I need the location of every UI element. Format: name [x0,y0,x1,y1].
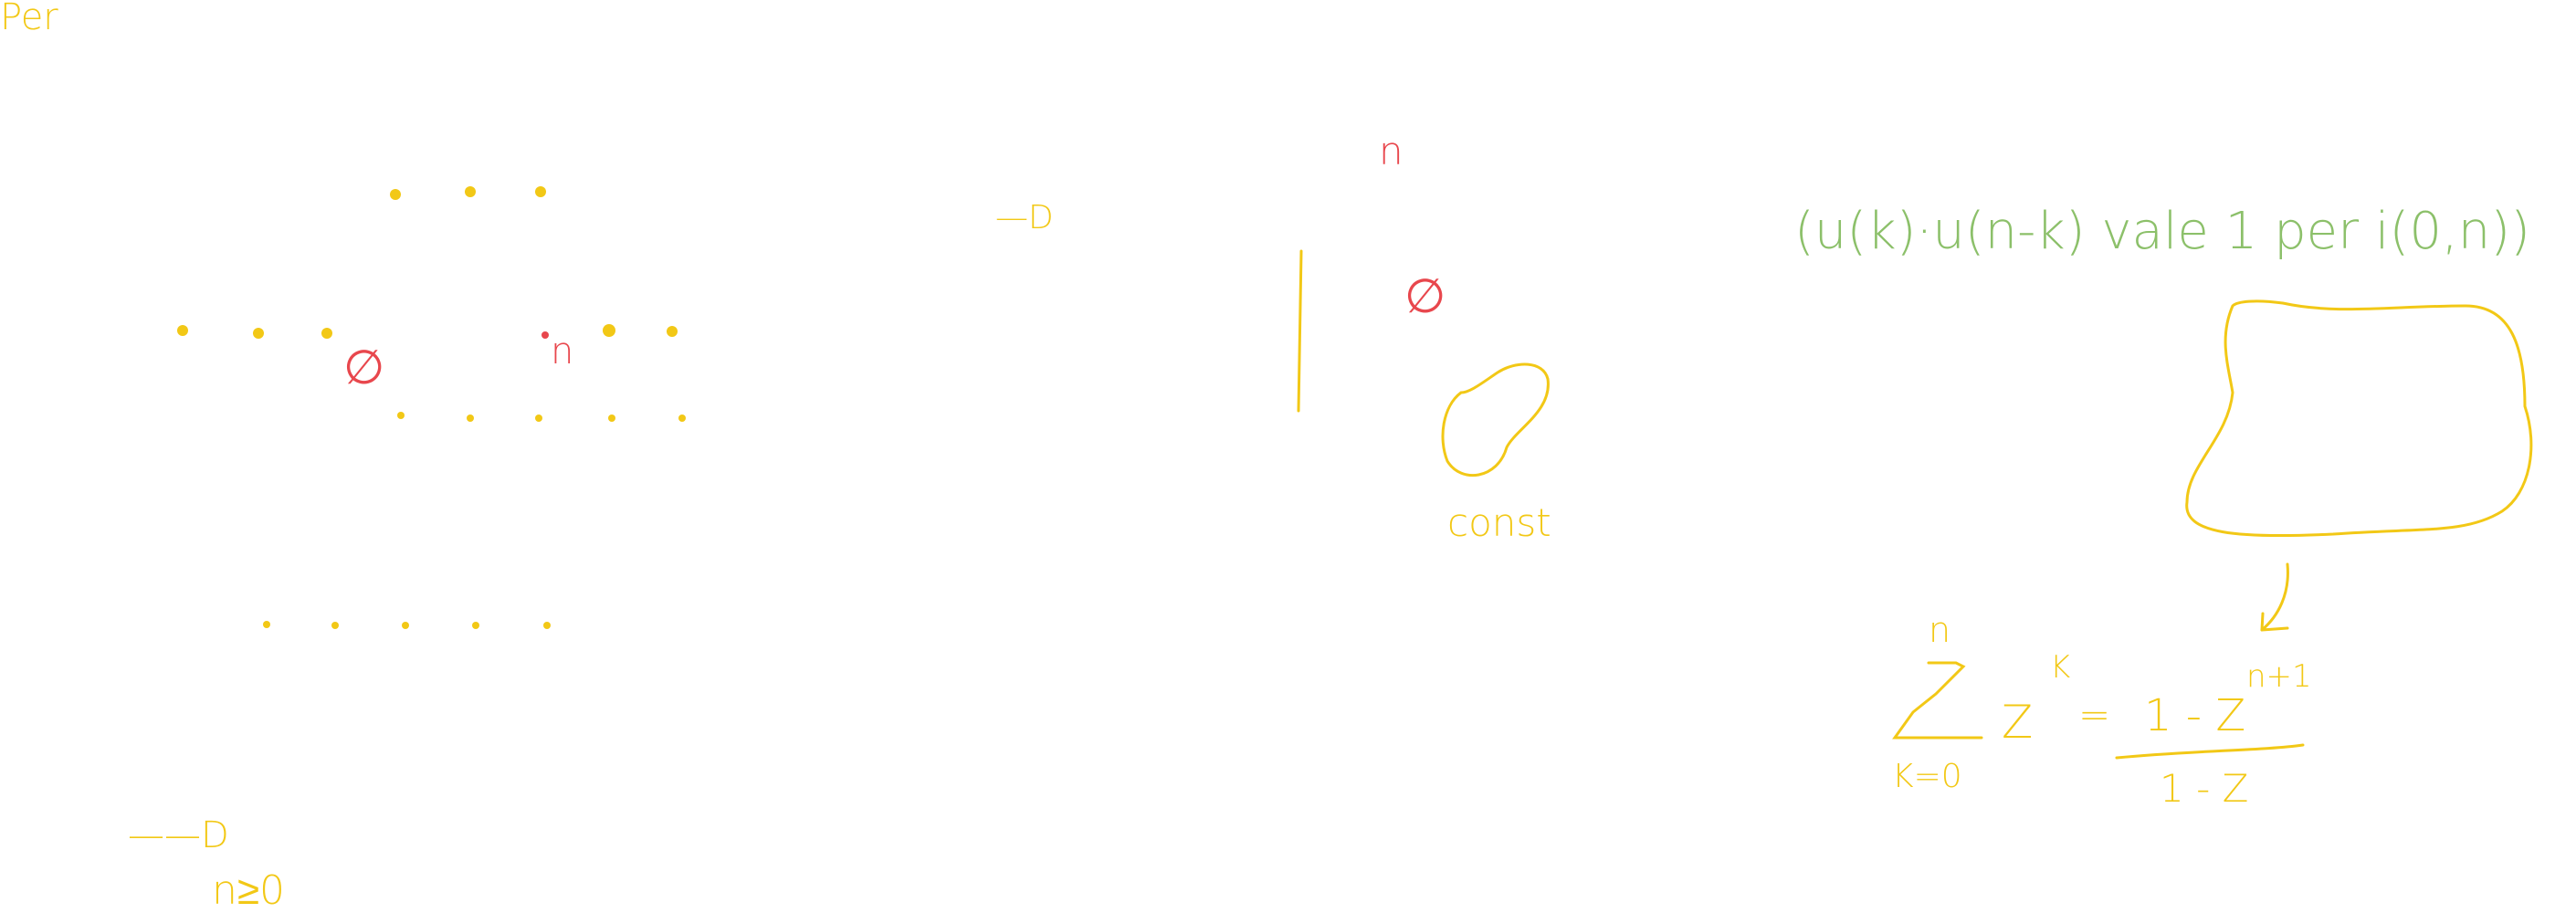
const-blob [1441,362,1550,477]
n-label-mid: n [1379,129,1404,173]
arrow-top: —D [995,199,1054,236]
green-note: (u(k)·u(n-k) vale 1 per i(0,n)) [1794,202,2530,261]
const-label: const [1447,500,1551,545]
condition-label: n≥0 [212,867,285,913]
sum-upper: n [1929,610,1950,650]
fraction-bar [2115,743,2305,760]
origin-mark-mid: ∅ [1404,269,1446,324]
sum-lower: K=0 [1892,758,1962,795]
dot-row-bottom [263,621,551,629]
numerator: 1 - Z [2144,690,2245,741]
dot-row-lower [397,412,686,422]
origin-mark-left: ∅ [343,341,384,395]
denominator: 1 - Z [2160,766,2248,811]
red-dot [541,331,549,339]
dot-row-top [390,186,546,200]
sum-sigma [1892,661,1983,740]
numerator-exponent: n+1 [2246,658,2312,695]
sum-exponent: K [2050,649,2070,686]
sum-term: Z [2002,696,2033,749]
dot-row-middle [177,324,678,339]
formula-blob [2185,299,2533,538]
equals-sign: = [2078,692,2110,737]
n-label-left: n [551,331,573,373]
down-arrow [2260,562,2289,632]
arrow-bottom: ——D [128,814,229,856]
vertical-line [1297,249,1303,413]
corner-label: Per [0,0,58,38]
